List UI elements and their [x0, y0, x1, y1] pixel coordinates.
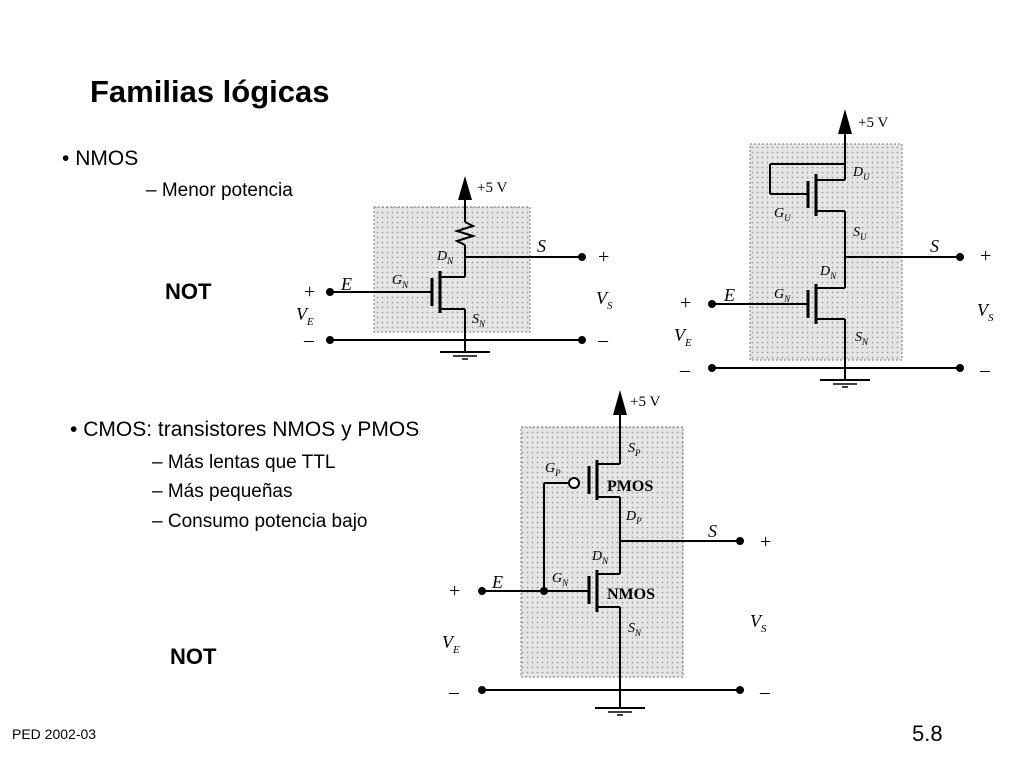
input-minus: –: [679, 359, 691, 381]
supply-label: +5 V: [630, 394, 660, 410]
gate-label: GN: [392, 273, 409, 290]
bullet-cmos: • CMOS: transistores NMOS y PMOS: [70, 418, 419, 442]
input-minus: –: [303, 329, 315, 351]
input-minus: –: [448, 681, 460, 703]
input-plus: +: [680, 292, 691, 314]
supply-label: +5 V: [477, 180, 507, 196]
output-plus: +: [598, 246, 609, 268]
nmos-resistor-circuit: [326, 176, 586, 360]
output-plus: +: [760, 531, 771, 553]
resistor-icon: [453, 221, 477, 246]
not-label-nmos: NOT: [165, 279, 212, 304]
ic-package-shading: [373, 206, 531, 333]
output-voltage-label: VS: [977, 300, 994, 324]
input-label: E: [340, 274, 352, 294]
output-label: S: [930, 236, 939, 256]
ic-package-shading: [520, 426, 684, 678]
gate-n-label: GN: [774, 287, 791, 304]
bullet-nmos-text: NMOS: [75, 147, 139, 170]
bullet-dot: •: [62, 147, 70, 170]
page-number: 5.8: [912, 721, 943, 746]
drain-p-label: DP: [625, 509, 642, 526]
output-minus: –: [597, 329, 609, 351]
input-voltage-label: VE: [674, 325, 692, 349]
gate-n-label: GN: [552, 571, 569, 588]
footer-left: PED 2002-03: [12, 726, 97, 742]
source-n-label: SN: [855, 330, 869, 347]
drain-label: DN: [436, 249, 454, 266]
sub-bullet-mas-pequenas: – Más pequeñas: [152, 481, 293, 502]
output-voltage-label: VS: [750, 611, 767, 635]
sub-bullet-menor-potencia: – Menor potencia: [146, 180, 293, 201]
not-label-cmos: NOT: [170, 644, 217, 669]
output-minus: –: [759, 681, 771, 703]
input-voltage-label: VE: [442, 632, 460, 656]
drain-u-label: DU: [852, 165, 870, 182]
output-plus: +: [980, 245, 991, 267]
bullet-cmos-text: CMOS: transistores NMOS y PMOS: [83, 418, 420, 441]
source-p-label: SP: [628, 441, 641, 458]
source-u-label: SU: [853, 225, 867, 242]
supply-arrow-icon: [613, 390, 627, 415]
input-label: E: [491, 572, 503, 592]
pmos-bubble-icon: [568, 477, 580, 489]
input-voltage-label: VE: [296, 304, 314, 328]
ic-package-shading: [749, 143, 903, 361]
supply-arrow-icon: [838, 109, 852, 134]
output-minus: –: [979, 359, 991, 381]
cmos-inverter-circuit: [478, 390, 744, 716]
bullet-nmos: • NMOS: [62, 147, 138, 171]
bullet-dot: •: [70, 418, 78, 441]
output-label: S: [708, 521, 717, 541]
gate-p-label: GP: [545, 461, 561, 478]
supply-label: +5 V: [858, 115, 888, 131]
nmos-depletion-circuit: [708, 109, 964, 388]
nmos-label: NMOS: [607, 586, 655, 603]
drain-n-label: DN: [819, 264, 837, 281]
output-label: S: [537, 236, 546, 256]
source-label: SN: [472, 312, 486, 329]
sub-bullet-mas-lentas: – Más lentas que TTL: [152, 452, 336, 473]
source-n-label: SN: [628, 621, 642, 638]
input-plus: +: [304, 281, 315, 303]
supply-arrow-icon: [458, 176, 472, 200]
output-voltage-label: VS: [596, 288, 613, 312]
gate-u-label: GU: [774, 206, 791, 223]
pmos-label: PMOS: [607, 478, 653, 495]
sub-bullet-consumo: – Consumo potencia bajo: [152, 511, 368, 532]
drain-n-label: DN: [591, 549, 609, 566]
slide-title: Familias lógicas: [90, 74, 330, 109]
input-plus: +: [449, 580, 460, 602]
input-label: E: [723, 285, 735, 305]
